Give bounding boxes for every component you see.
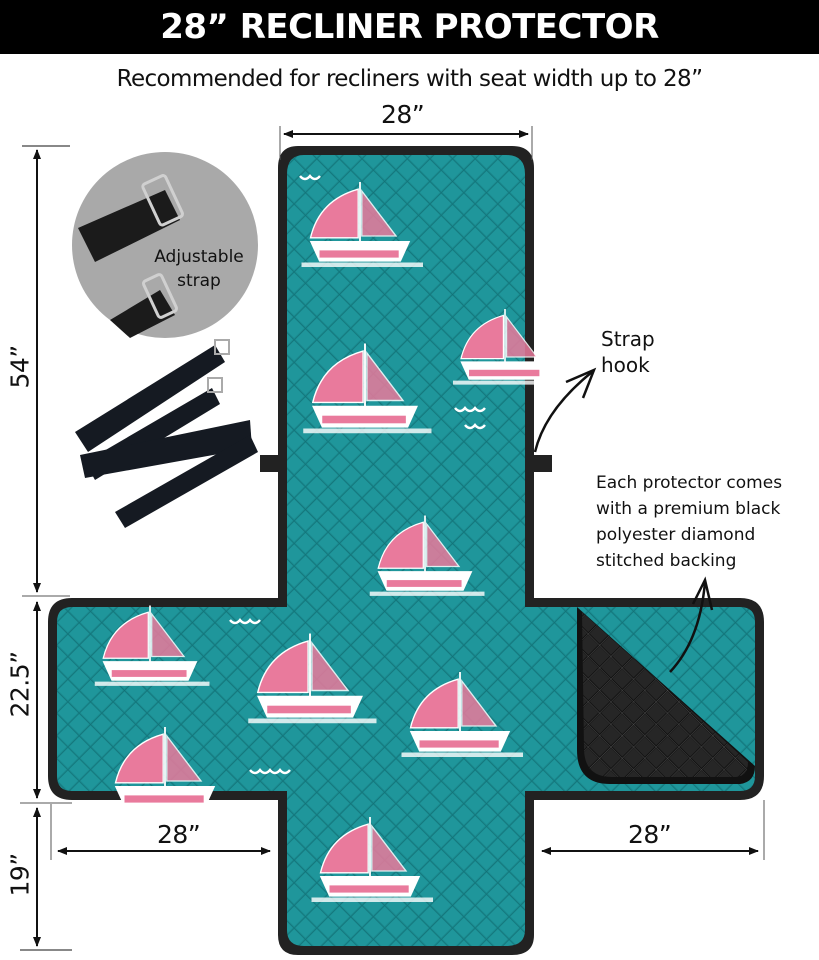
strap-hook-left bbox=[260, 455, 279, 472]
callout-line: stitched backing bbox=[596, 551, 737, 571]
backing-arrow bbox=[669, 581, 707, 673]
left-arm-width-label: 28” bbox=[157, 820, 201, 849]
callout-line: Strap bbox=[601, 327, 655, 351]
strap-detail-image bbox=[72, 152, 258, 338]
page-title: 28” RECLINER PROTECTOR bbox=[160, 7, 659, 47]
loose-strap-image bbox=[75, 339, 258, 528]
subtitle: Recommended for recliners with seat widt… bbox=[116, 66, 703, 92]
seat-height-label: 22.5” bbox=[5, 651, 35, 718]
wave-marks bbox=[229, 174, 486, 775]
footrest-height-label: 19” bbox=[5, 853, 35, 897]
callout-line: polyester diamond bbox=[596, 525, 756, 545]
callout-line: hook bbox=[601, 353, 650, 377]
strap-hook-right bbox=[533, 455, 552, 472]
page-title-banner: 28” RECLINER PROTECTOR bbox=[0, 0, 819, 54]
callout-line: strap bbox=[177, 271, 221, 291]
right-arm-width-label: 28” bbox=[628, 820, 672, 849]
callout-line: Each protector comes bbox=[596, 473, 783, 493]
strap-hook-callout: Strap hook bbox=[601, 326, 655, 378]
backing-callout: Each protector comes with a premium blac… bbox=[596, 470, 782, 574]
top-width-label: 28” bbox=[381, 100, 425, 129]
callout-line: Adjustable bbox=[154, 247, 244, 267]
adjustable-strap-callout: Adjustable strap bbox=[149, 245, 249, 293]
back-height-label: 54” bbox=[5, 345, 35, 389]
strap-hook-arrow bbox=[533, 371, 593, 453]
callout-line: with a premium black bbox=[596, 499, 781, 519]
